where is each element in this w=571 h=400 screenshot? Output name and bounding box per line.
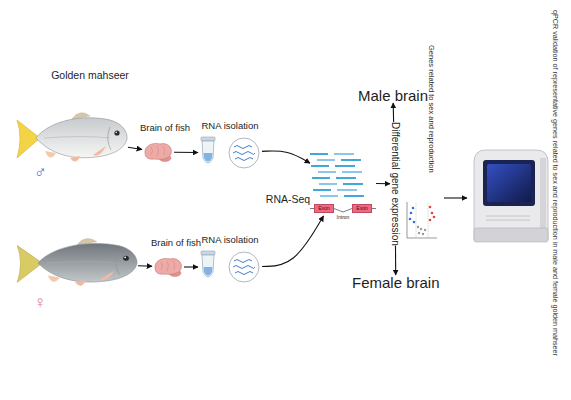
- node-heading: RNA-Seq: [266, 194, 310, 205]
- node-heading: Brain of fish: [151, 238, 201, 248]
- node-text: Exon: [356, 206, 367, 211]
- flow-arrow: [138, 265, 152, 267]
- rna-tube: RNA isolation: [198, 250, 262, 284]
- flow-arrow: [376, 183, 390, 184]
- node-heading: ♀: [34, 294, 47, 311]
- qpcr-machine: [474, 150, 548, 242]
- flow-arrow: [262, 151, 310, 163]
- sex-symbol: ♂: [34, 164, 47, 181]
- rna-tube: RNA isolation: [198, 136, 262, 170]
- result-heading: Female brain: [352, 275, 440, 290]
- flow-arrow: [393, 103, 395, 122]
- intron-label: Intron: [337, 215, 350, 220]
- node-text: Female brain: [352, 275, 440, 290]
- brain-illustration: Brain of fish: [142, 141, 174, 163]
- flow-arrow: [444, 197, 467, 198]
- node-heading: Brain of fish: [140, 123, 190, 133]
- node-heading: RNA isolation: [201, 121, 258, 131]
- brain-illustration: [152, 256, 184, 278]
- fish-illustration: [14, 234, 138, 292]
- node-text: Male brain: [358, 88, 428, 103]
- flow-arrow: [128, 147, 142, 149]
- flow-arrow: [174, 152, 198, 153]
- fish-illustration: [14, 108, 128, 168]
- flow-arrow: [262, 216, 324, 267]
- brain-illustration: [142, 141, 174, 163]
- brain-illustration: Brain of fish: [152, 256, 184, 278]
- rna-tube: [198, 250, 262, 284]
- result-heading: Male brain: [358, 88, 428, 103]
- node-heading: Golden mahseer: [51, 70, 129, 81]
- fish-illustration: Golden mahseer♂: [14, 108, 128, 168]
- rna-tube: [198, 136, 262, 170]
- node-text: Differential gene expression: [390, 122, 400, 246]
- volcano-plot: [407, 202, 437, 238]
- flow-arrow: [395, 246, 396, 275]
- node-text: Exon: [318, 206, 329, 211]
- flow-arrow: [184, 266, 198, 267]
- exon-box: Exon: [352, 204, 372, 213]
- fish-illustration: ♀: [14, 234, 138, 292]
- analysis-step: Differential gene expression: [390, 122, 400, 246]
- node-heading: RNA isolation: [201, 235, 258, 245]
- step-label: Genes related to sex and reproduction: [427, 45, 435, 173]
- sequencing-reads: RNA-SeqExonExon: [310, 150, 376, 216]
- exon-box: Exon: [314, 204, 334, 213]
- step-label: qPCR validation of representative genes …: [552, 10, 559, 356]
